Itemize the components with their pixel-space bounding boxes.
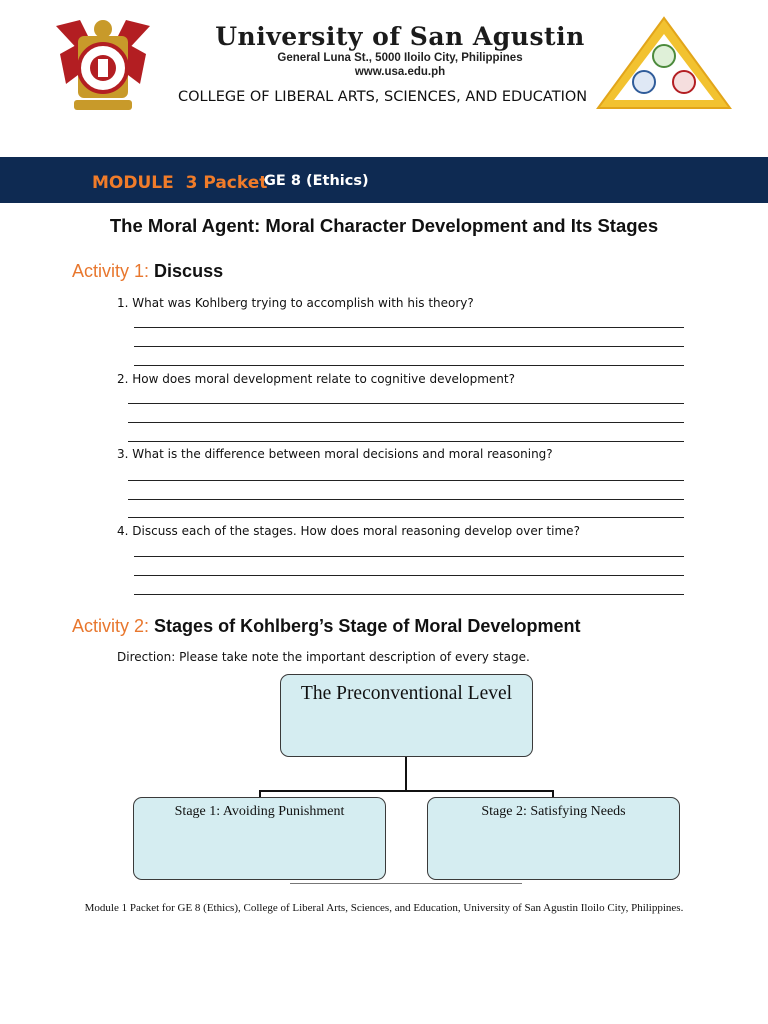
stage-1-box: Stage 1: Avoiding Punishment <box>133 797 386 880</box>
answer-line[interactable] <box>128 517 684 518</box>
diagram-connector <box>259 790 553 792</box>
answer-line[interactable] <box>128 480 684 481</box>
module-label: MODULE 3 Packet <box>92 173 268 193</box>
answer-line[interactable] <box>134 594 684 595</box>
question-1: 1. What was Kohlberg trying to accomplis… <box>117 296 474 310</box>
university-address: General Luna St., 5000 Iloilo City, Phil… <box>277 52 523 64</box>
answer-line[interactable] <box>128 422 684 423</box>
university-website: www.usa.edu.ph <box>354 66 446 78</box>
activity-2-number: Activity 2: <box>72 616 150 636</box>
diagram-connector <box>405 757 407 791</box>
answer-line[interactable] <box>134 575 684 576</box>
question-3: 3. What is the difference between moral … <box>117 447 553 461</box>
answer-line[interactable] <box>134 327 684 328</box>
question-4: 4. Discuss each of the stages. How does … <box>117 524 580 538</box>
answer-line[interactable] <box>128 403 684 404</box>
diagram-connector <box>259 790 261 798</box>
activity-1-heading: Activity 1: Discuss <box>72 261 223 282</box>
answer-line[interactable] <box>134 365 684 366</box>
question-2: 2. How does moral development relate to … <box>117 372 515 386</box>
college-triangle-emblem-icon <box>596 16 732 110</box>
activity-1-title: Discuss <box>154 261 224 281</box>
university-name: University of San Agustin <box>215 22 585 51</box>
answer-line[interactable] <box>134 556 684 557</box>
activity-1-number: Activity 1: <box>72 261 150 281</box>
preconventional-level-box: The Preconventional Level <box>280 674 533 757</box>
answer-line[interactable] <box>134 346 684 347</box>
activity-2-direction: Direction: Please take note the importan… <box>117 650 530 664</box>
answer-line[interactable] <box>128 499 684 500</box>
page-title: The Moral Agent: Moral Character Develop… <box>109 215 659 236</box>
activity-2-heading: Activity 2: Stages of Kohlberg’s Stage o… <box>72 616 580 637</box>
college-name: COLLEGE OF LIBERAL ARTS, SCIENCES, AND E… <box>178 89 588 105</box>
diagram-connector <box>552 790 554 798</box>
page-footer: Module 1 Packet for GE 8 (Ethics), Colle… <box>84 902 684 914</box>
footer-divider <box>290 883 522 884</box>
module-course: GE 8 (Ethics) <box>264 173 369 189</box>
answer-line[interactable] <box>128 441 684 442</box>
activity-2-title: Stages of Kohlberg’s Stage of Moral Deve… <box>154 616 581 636</box>
stage-2-box: Stage 2: Satisfying Needs <box>427 797 680 880</box>
module-banner <box>0 157 768 203</box>
university-seal-icon <box>52 14 154 114</box>
